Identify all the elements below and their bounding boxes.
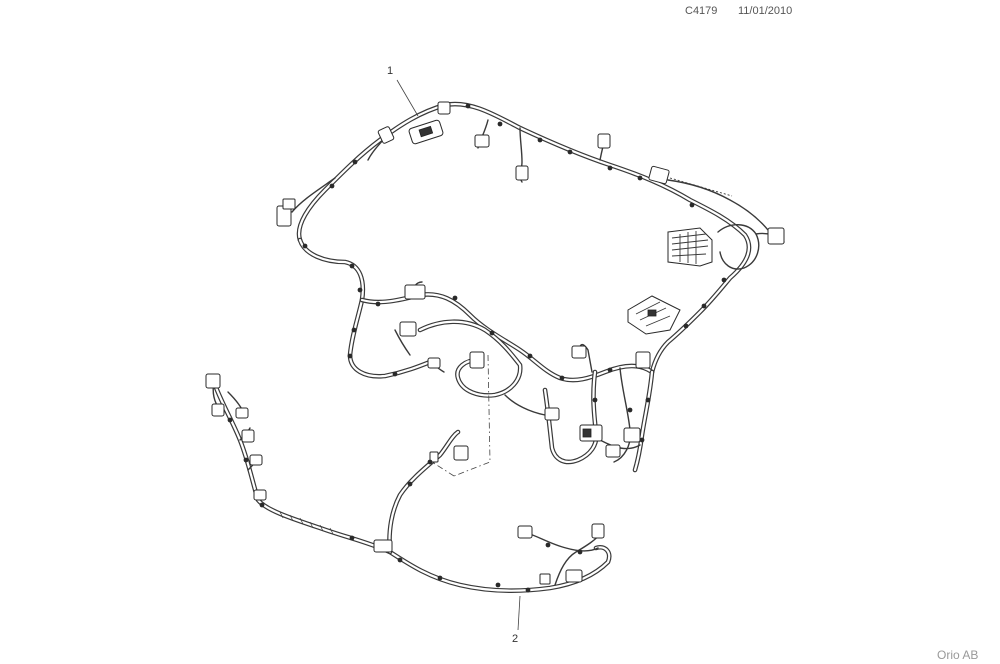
- connector: [235, 407, 249, 419]
- connector: [377, 126, 395, 144]
- connector: [597, 133, 611, 149]
- connector: [453, 445, 469, 461]
- harness-1-left-branch: [297, 237, 433, 379]
- connector: [474, 134, 490, 148]
- harness-1: [276, 101, 785, 473]
- alignment-guide: [431, 354, 491, 477]
- relay-box: [627, 295, 681, 335]
- connector: [205, 373, 221, 389]
- connector: [591, 523, 605, 539]
- connector: [605, 444, 621, 458]
- connector: [211, 403, 225, 417]
- connector: [249, 454, 263, 466]
- connector: [767, 227, 785, 245]
- connector: [544, 407, 560, 421]
- connector: [427, 357, 441, 369]
- diagram-code: C4179: [685, 5, 718, 17]
- connector: [571, 345, 587, 359]
- diagram-date: 11/01/2010: [738, 5, 793, 17]
- harness-2: [205, 373, 612, 593]
- connector: [241, 429, 255, 443]
- harness-1-clips: [302, 103, 727, 443]
- callout-1-leader: [396, 79, 419, 117]
- connector: [635, 351, 651, 369]
- connector: [648, 165, 670, 185]
- connector: [373, 539, 393, 553]
- harness-2-center-branch: [387, 429, 461, 555]
- harness-1-connectors: [276, 101, 785, 458]
- harness-2-connectors: [205, 373, 605, 585]
- connector: [399, 321, 417, 337]
- connector: [517, 525, 533, 539]
- callout-2-leader: [517, 595, 521, 631]
- connector: [623, 427, 641, 443]
- antenna-cable: [667, 179, 769, 231]
- connector: [437, 101, 451, 115]
- harness-1-center-branch: [359, 292, 655, 383]
- connector: [515, 165, 529, 181]
- connector: [253, 489, 267, 501]
- publisher-label: Orio AB: [937, 648, 979, 662]
- connector: [565, 569, 583, 583]
- fuse-box: [667, 227, 713, 267]
- callout-2-label: 2: [512, 633, 519, 645]
- connector: [404, 284, 426, 300]
- connector: [469, 351, 485, 369]
- harness-2-sleeve: [279, 511, 334, 535]
- callout-1-label: 1: [387, 65, 394, 77]
- harness-2-clips: [227, 417, 583, 593]
